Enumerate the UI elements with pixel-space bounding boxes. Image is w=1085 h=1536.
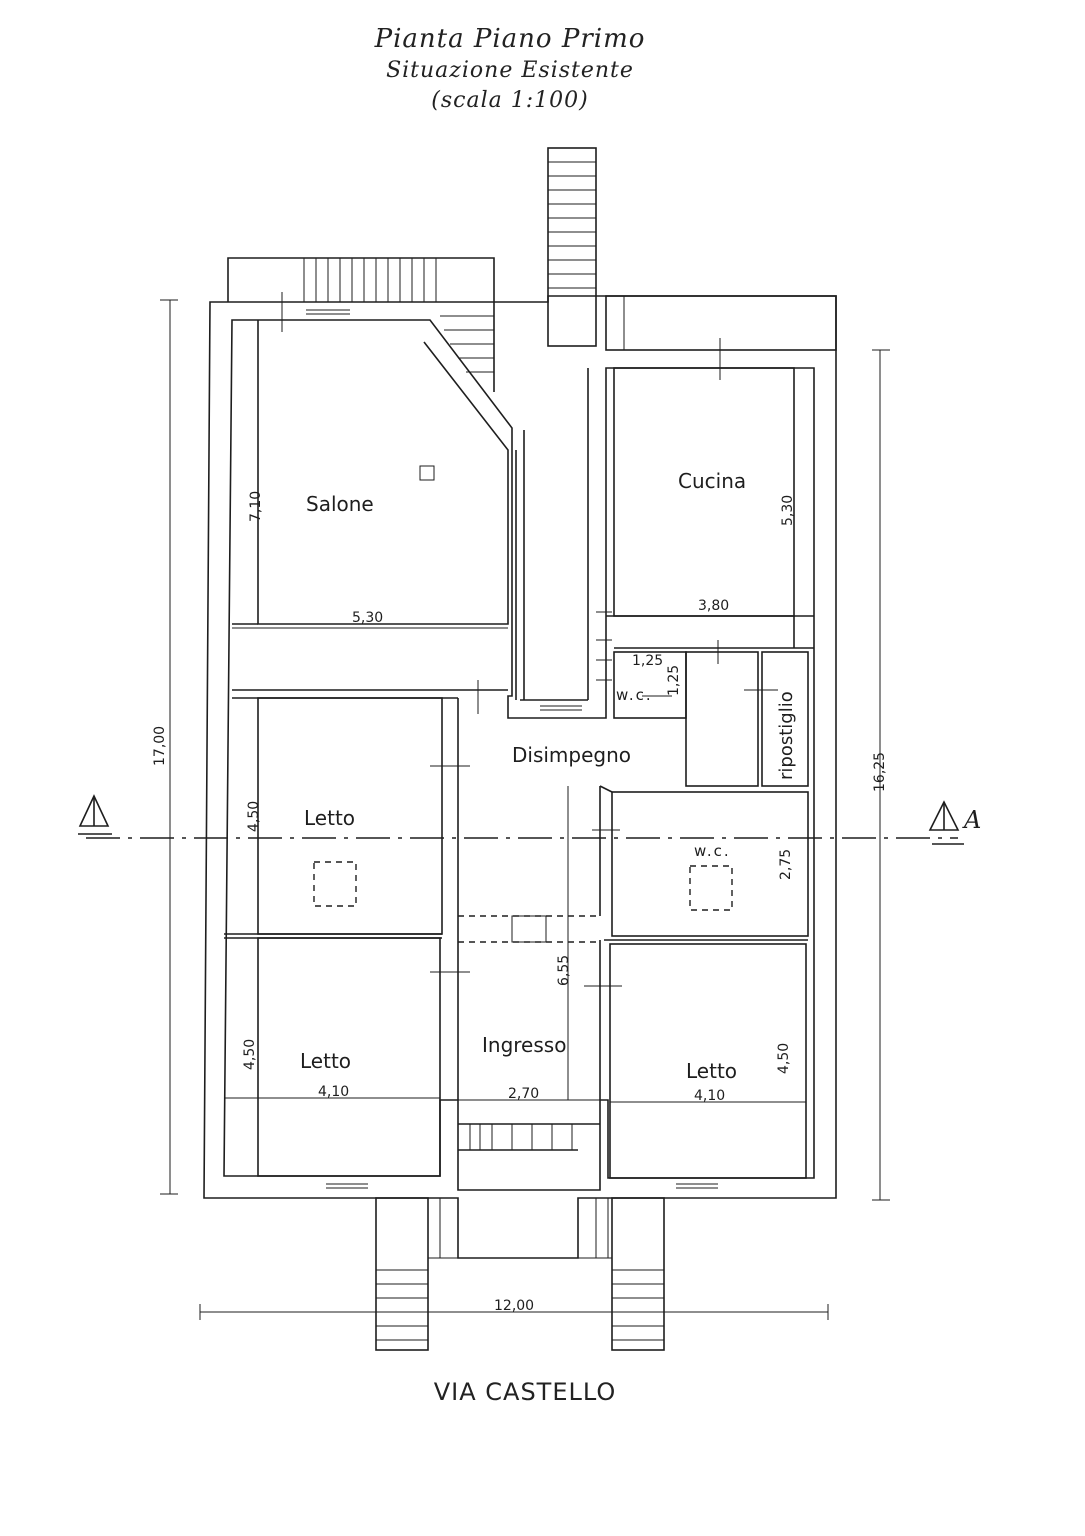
plan-subtitle: Situazione Esistente [386,58,634,83]
dim-total-width: 12,00 [494,1298,534,1314]
dim-letto1-height: 4,50 [246,801,262,832]
section-marker-label: A [962,806,981,834]
dim-cucina-height: 5,30 [780,495,796,526]
dim-total-height-right: 16,25 [872,752,888,792]
section-marker-right [928,800,964,845]
plan-scale: (scala 1:100) [431,88,589,113]
openings [281,292,778,1189]
room-label-wc-2: w.c. [694,842,731,860]
dim-letto3-width: 4,10 [694,1088,725,1104]
room-label-letto-3: Letto [686,1059,737,1083]
dim-wc2-height: 2,75 [778,849,794,880]
top-left-stair [227,257,495,392]
section-marker-left [78,794,112,835]
dim-total-height-left: 17,00 [152,726,168,766]
street-label: VIA CASTELLO [433,1378,617,1406]
room-label-letto-2: Letto [300,1049,351,1073]
dim-wc-height: 1,25 [666,665,682,696]
skylight [419,465,435,481]
room-label-ingresso: Ingresso [482,1033,566,1057]
top-chimney-stair [547,147,837,351]
room-label-letto-1: Letto [304,806,355,830]
outer-walls [203,295,837,1259]
dashed-elements [86,837,958,943]
dimension-labels: 7,10 5,30 5,30 3,80 1,25 1,25 4,50 2,75 … [152,491,888,1314]
plan-title: Pianta Piano Primo [374,24,646,54]
room-labels: Salone Cucina Disimpegno Letto Letto Let… [300,469,797,1083]
dim-letto3-height: 4,50 [776,1043,792,1074]
dim-salone-height: 7,10 [248,491,264,522]
room-label-salone: Salone [306,492,374,516]
dimension-lines [160,299,890,1320]
room-label-cucina: Cucina [678,469,746,493]
bottom-stairs [375,1197,665,1351]
dim-ingresso-width: 2,70 [508,1086,539,1102]
dim-salone-width: 5,30 [352,610,383,626]
room-label-disimpegno: Disimpegno [512,743,631,767]
dim-letto2-height: 4,50 [242,1039,258,1070]
title-block: Pianta Piano Primo Situazione Esistente … [300,22,720,116]
room-label-ripostiglio: ripostiglio [776,691,797,780]
dim-wc-width: 1,25 [632,653,663,669]
dim-ingresso-length: 6,55 [556,955,572,986]
dim-letto2-width: 4,10 [318,1084,349,1100]
interior-walls [224,320,814,1179]
room-label-wc-1: w.c. [616,686,653,704]
dim-cucina-width: 3,80 [698,598,729,614]
